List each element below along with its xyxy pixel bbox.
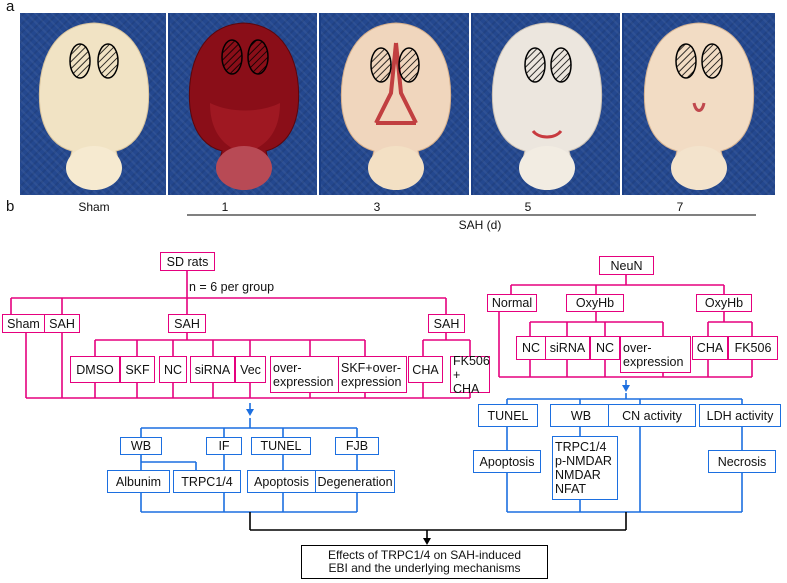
right-treatment-fk506-box: FK506 [728, 336, 778, 360]
treatment-fk506-cha-box: FK506 + CHA [450, 354, 490, 396]
caption-day1: 1 [221, 200, 229, 214]
assay-fjb-box: FJB [335, 437, 379, 455]
brain-photo-day7 [624, 13, 775, 195]
brain-photo-day3 [321, 13, 471, 195]
treatment-overexpression-box: over- expression [270, 356, 341, 393]
treatment-nc-box: NC [159, 356, 187, 383]
group-sham-box: Sham [2, 314, 45, 333]
treatment-skf-box: SKF [120, 356, 155, 383]
right-treatment-nc-box-1: NC [516, 336, 546, 360]
caption-day3: 3 [373, 200, 381, 214]
right-assay-tunel-box: TUNEL [478, 404, 538, 427]
group-size-note: n = 6 per group [189, 280, 275, 294]
group-oxyhb-box-1: OxyHb [566, 294, 624, 312]
outcome-albunim-box: Albunim [107, 470, 170, 493]
treatment-sirna-box: siRNA [190, 356, 235, 383]
right-outcome-necrosis-box: Necrosis [708, 450, 776, 473]
right-treatment-overexpression-box: over- expression [620, 336, 691, 373]
panel-a-letter: a [6, 0, 15, 15]
right-treatment-sirna-box: siRNA [545, 336, 590, 360]
group-sah-box-1: SAH [44, 314, 80, 333]
treatment-skf-overexpression-box: SKF+over- expression [338, 356, 407, 393]
group-normal-box: Normal [487, 294, 537, 312]
treatment-vec-box: Vec [235, 356, 266, 383]
outcome-apoptosis-box: Apoptosis [247, 470, 316, 493]
caption-day7: 7 [676, 200, 684, 214]
brain-photo-day5 [473, 13, 622, 195]
right-assay-ldh-activity-box: LDH activity [699, 404, 781, 427]
group-sah-box-3: SAH [428, 314, 465, 333]
right-assay-wb-box: WB [550, 404, 612, 427]
sah-days-axis-label: SAH (d) [458, 218, 502, 232]
right-outcome-apoptosis-box: Apoptosis [473, 450, 541, 473]
group-sah-box-2: SAH [168, 314, 206, 333]
outcome-degeneration-box: Degeneration [315, 470, 395, 493]
right-treatment-cha-box: CHA [692, 336, 728, 360]
group-oxyhb-box-2: OxyHb [696, 294, 752, 312]
treatment-cha-box: CHA [408, 356, 443, 383]
right-outcome-markers-box: TRPC1/4 p-NMDAR NMDAR NFAT [552, 436, 618, 500]
right-assay-cn-activity-box: CN activity [608, 404, 696, 427]
assay-if-box: IF [206, 437, 242, 455]
neun-box: NeuN [599, 256, 654, 275]
caption-day5: 5 [524, 200, 532, 214]
right-treatment-nc-box-2: NC [590, 336, 620, 360]
assay-tunel-box: TUNEL [251, 437, 311, 455]
conclusion-box: Effects of TRPC1/4 on SAH-induced EBI an… [301, 545, 548, 579]
brain-photo-sham [20, 13, 168, 195]
brain-photo-strip [20, 13, 775, 195]
outcome-trpc14-box: TRPC1/4 [173, 470, 241, 493]
brain-photo-day1 [170, 13, 319, 195]
caption-sham: Sham [78, 200, 110, 214]
sd-rats-box: SD rats [160, 252, 215, 271]
panel-b-letter: b [6, 198, 15, 215]
assay-wb-box: WB [120, 437, 162, 455]
treatment-dmso-box: DMSO [70, 356, 120, 383]
